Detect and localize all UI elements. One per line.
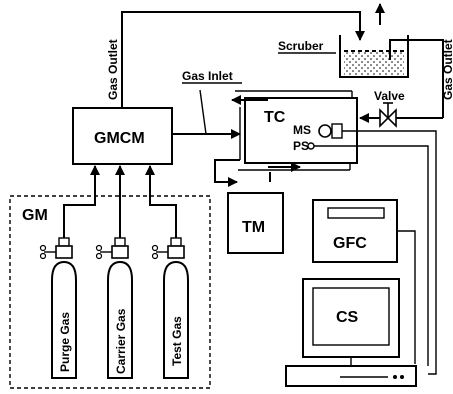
gfc-box [312,199,398,263]
gas-outlet-line [121,11,365,107]
carrier-gas-cylinder [95,237,133,379]
purge-gas-label: Purge Gas [58,312,72,372]
gas-inlet-label: Gas Inlet [182,69,233,83]
tm-label: TM [242,219,265,236]
ps-sensor-icon [307,142,315,150]
tc-tm-loop-line [214,159,240,187]
gas-outlet-right-label: Gas Outlet [441,39,453,100]
ms-wire [342,130,437,375]
ps-label: PS [293,139,309,153]
tm-box [227,192,284,254]
purge-line [63,165,100,238]
tc-label: TC [264,109,286,126]
valve-icon [379,102,397,128]
ms-label: MS [293,123,311,137]
ms-sensor-icon [318,124,332,138]
test-gas-cylinder [151,237,189,379]
scrubber-inlet-line [389,39,444,118]
purge-gas-cylinder [39,237,77,379]
gm-label: GM [22,207,48,224]
gfc-label: GFC [333,235,367,252]
ms-connector [331,123,343,139]
gas-outlet-left-label: Gas Outlet [106,39,120,100]
scrubber-label: Scruber [278,39,324,53]
ps-wire [314,145,429,366]
cs-computer [285,278,417,387]
scrubber [339,35,409,78]
gmcm-box [72,107,173,165]
valve-label: Valve [374,89,405,103]
test-gas-label: Test Gas [170,316,184,366]
gas-inlet-pointer [199,89,207,135]
gfc-wire [397,230,416,364]
carrier-gas-label: Carrier Gas [114,308,128,374]
gmcm-label: GMCM [94,130,145,147]
gm-group [9,195,211,389]
cs-label: CS [336,309,359,326]
test-line [145,165,177,238]
